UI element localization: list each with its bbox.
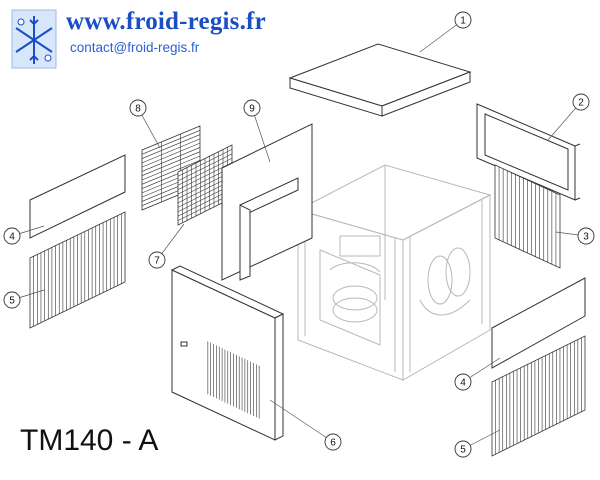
part-4-side-panel-left bbox=[29, 154, 126, 239]
part-1-top-cover bbox=[288, 43, 472, 117]
callout-number: 9 bbox=[249, 104, 255, 115]
callout-3: 3 bbox=[555, 227, 595, 245]
callout-4: 4 bbox=[3, 225, 45, 245]
part-7-filter-mesh bbox=[177, 144, 233, 226]
callout-number: 1 bbox=[460, 16, 466, 27]
part-6-front-panel bbox=[170, 265, 285, 441]
callout-5: 5 bbox=[454, 429, 501, 458]
callout-6: 6 bbox=[269, 399, 342, 451]
callout-number: 4 bbox=[460, 378, 466, 389]
model-label: TM140 - A bbox=[20, 424, 159, 457]
part-5-side-grille-right bbox=[491, 335, 586, 457]
website-link[interactable]: www.froid-regis.fr bbox=[66, 8, 266, 35]
part-5-side-grille-left bbox=[29, 211, 126, 329]
callout-number: 2 bbox=[578, 98, 584, 109]
callout-1: 1 bbox=[419, 11, 472, 53]
callout-number: 5 bbox=[460, 445, 466, 456]
contact-email[interactable]: contact@froid-regis.fr bbox=[70, 40, 200, 55]
callout-9: 9 bbox=[243, 99, 271, 163]
part-4-side-panel-right bbox=[491, 277, 586, 369]
callout-number: 5 bbox=[9, 296, 15, 307]
machine-frame bbox=[296, 164, 492, 381]
callout-4: 4 bbox=[454, 357, 501, 391]
callout-number: 8 bbox=[135, 104, 141, 115]
callout-8: 8 bbox=[129, 99, 161, 149]
part-2-back-panel bbox=[476, 103, 581, 201]
snowflake-logo-icon bbox=[11, 9, 57, 69]
callout-number: 4 bbox=[9, 232, 15, 243]
part-3-back-grille bbox=[494, 164, 561, 269]
callout-number: 6 bbox=[330, 438, 336, 449]
callout-7: 7 bbox=[148, 223, 185, 269]
callout-5: 5 bbox=[3, 289, 45, 309]
callout-number: 7 bbox=[154, 256, 160, 267]
callout-group: 1 2 3 4 5 6 7 8 9 4 5 bbox=[3, 11, 595, 458]
callout-number: 3 bbox=[583, 232, 589, 243]
part-9-side-panel bbox=[221, 123, 313, 281]
callout-2: 2 bbox=[547, 93, 590, 141]
